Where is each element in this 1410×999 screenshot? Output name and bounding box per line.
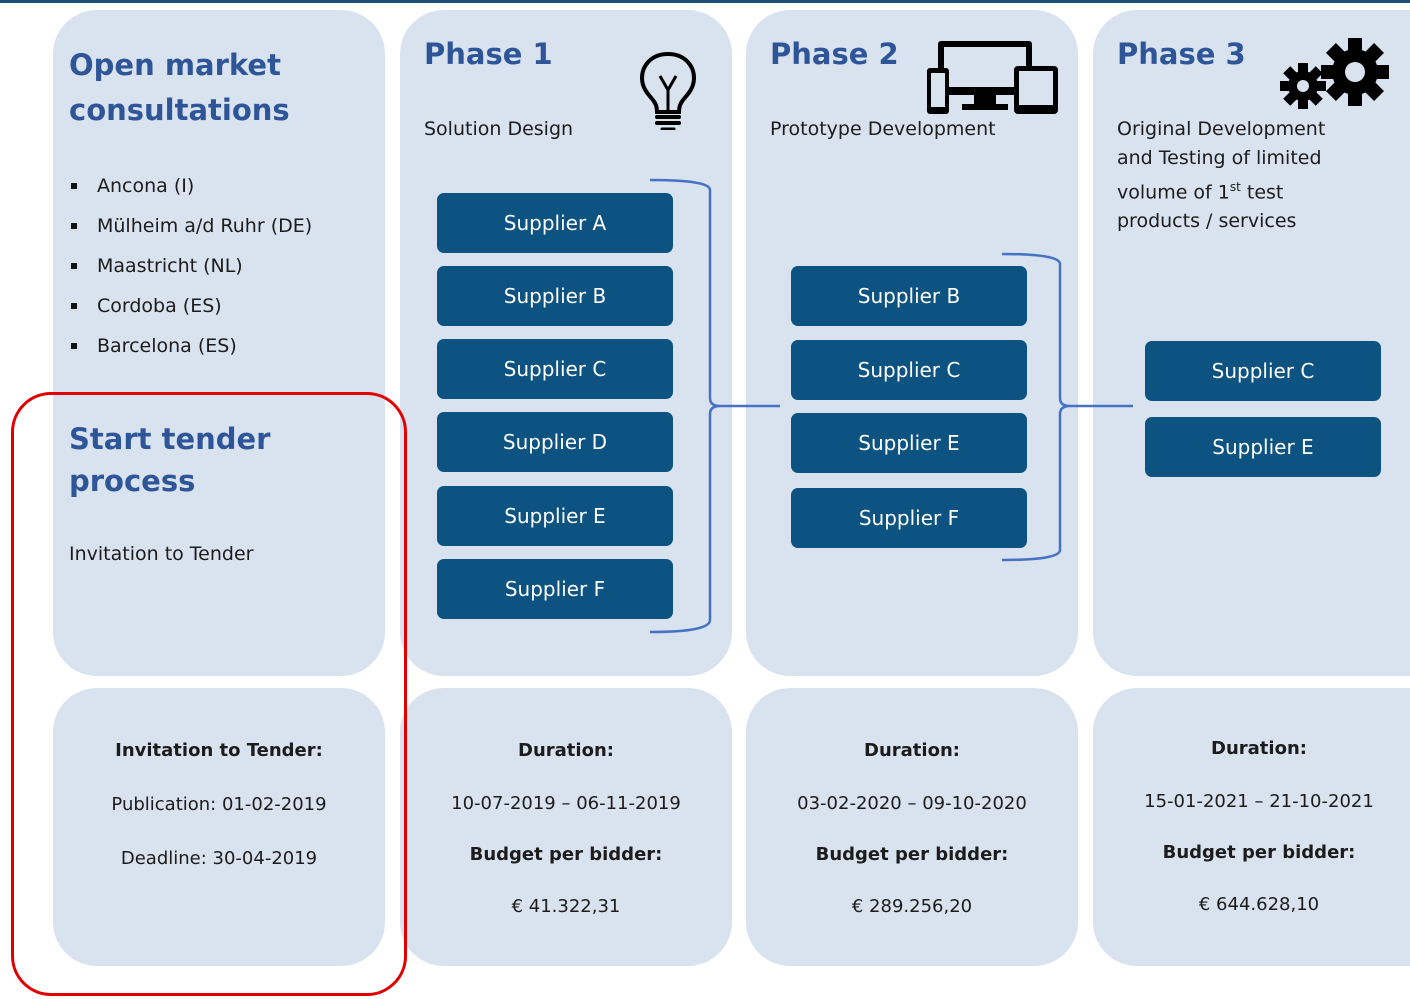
phase3-description: Original Development and Testing of limi… (1117, 115, 1325, 236)
phase1-supplier-c: Supplier C (437, 339, 673, 399)
phase2-title: Phase 2 (770, 37, 899, 71)
phase3-budget: € 644.628,10 (1198, 894, 1320, 915)
phase2-supplier-e: Supplier E (791, 413, 1027, 473)
phase3-description-line3a: volume of 1 (1117, 181, 1230, 204)
phase3-info-card: Duration: 15-01-2021 – 21-10-2021 Budget… (1093, 688, 1410, 966)
phase1-supplier-b: Supplier B (437, 266, 673, 326)
location-item: Cordoba (ES) (69, 290, 312, 330)
phase2-bracket (1001, 252, 1133, 562)
phase2-description: Prototype Development (770, 118, 996, 140)
phase2-supplier-f: Supplier F (791, 488, 1027, 548)
phase2-duration: 03-02-2020 – 09-10-2020 (797, 793, 1027, 814)
phase3-description-line1: Original Development (1117, 118, 1326, 140)
phase3-description-line4: products / services (1117, 210, 1297, 233)
consultations-card: Open market consultations Ancona (I) Mül… (53, 10, 385, 676)
phase2-supplier-c: Supplier C (791, 340, 1027, 400)
phase2-budget: € 289.256,20 (851, 896, 973, 917)
phase2-duration-label: Duration: (864, 740, 960, 761)
top-accent-bar (0, 0, 1410, 3)
phase2-budget-label: Budget per bidder: (815, 844, 1009, 865)
phase1-supplier-e: Supplier E (437, 486, 673, 546)
location-item: Maastricht (NL) (69, 250, 312, 290)
phase3-budget-label: Budget per bidder: (1162, 842, 1356, 863)
tender-title: Start tender process (69, 418, 271, 502)
phase3-supplier-c: Supplier C (1145, 341, 1381, 401)
location-item: Barcelona (ES) (69, 330, 312, 370)
phase1-bracket (649, 178, 780, 634)
location-item: Ancona (I) (69, 170, 312, 210)
phase2-supplier-b: Supplier B (791, 266, 1027, 326)
phase1-supplier-a: Supplier A (437, 193, 673, 253)
phase3-duration-label: Duration: (1211, 738, 1307, 759)
phase3-title: Phase 3 (1117, 37, 1246, 71)
phase1-info-card: Duration: 10-07-2019 – 06-11-2019 Budget… (400, 688, 732, 966)
phase3-duration: 15-01-2021 – 21-10-2021 (1144, 791, 1374, 812)
phase1-duration: 10-07-2019 – 06-11-2019 (451, 793, 681, 814)
consultations-title-line2: consultations (69, 93, 290, 127)
location-item: Mülheim a/d Ruhr (DE) (69, 210, 312, 250)
gears-icon (1280, 38, 1389, 109)
tender-subtitle: Invitation to Tender (69, 543, 254, 565)
tender-highlight-frame (11, 392, 407, 996)
lightbulb-icon (639, 51, 697, 130)
consultations-title: Open market consultations (69, 43, 290, 133)
phase3-supplier-e: Supplier E (1145, 417, 1381, 477)
tender-title-line2: process (69, 464, 196, 498)
phase1-budget-label: Budget per bidder: (469, 844, 663, 865)
tender-info-card: Invitation to Tender: Publication: 01-02… (53, 688, 385, 966)
phase2-info-card: Duration: 03-02-2020 – 09-10-2020 Budget… (746, 688, 1078, 966)
tender-deadline: Deadline: 30-04-2019 (120, 848, 318, 869)
phase1-duration-label: Duration: (518, 740, 614, 761)
phase3-description-line2: and Testing of limited (1117, 147, 1322, 169)
tender-title-line1: Start tender (69, 422, 271, 456)
phase1-supplier-f: Supplier F (437, 559, 673, 619)
devices-icon (927, 41, 1058, 114)
tender-publication: Publication: 01-02-2019 (111, 794, 327, 815)
consultations-title-line1: Open market (69, 48, 281, 82)
phase1-description: Solution Design (424, 118, 574, 140)
phase3-description-line3b: test (1240, 181, 1284, 204)
tender-info-heading: Invitation to Tender: (115, 740, 323, 761)
phase1-title: Phase 1 (424, 37, 553, 71)
phase1-budget: € 41.322,31 (511, 896, 621, 917)
locations-list: Ancona (I) Mülheim a/d Ruhr (DE) Maastri… (69, 170, 312, 370)
phase1-supplier-d: Supplier D (437, 412, 673, 472)
phase3-description-sup: st (1229, 180, 1241, 194)
